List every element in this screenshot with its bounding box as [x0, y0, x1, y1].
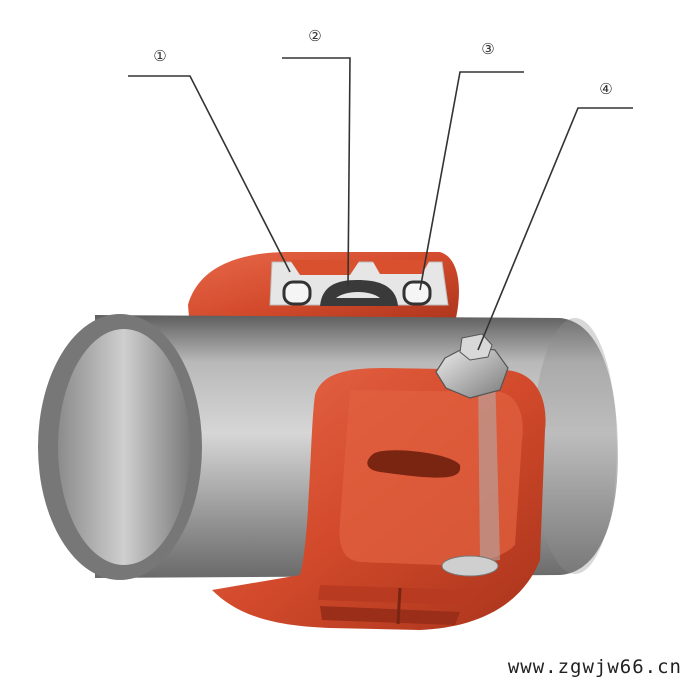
leader-line-2 [282, 57, 351, 287]
pipe-left-opening [38, 314, 202, 580]
leader-line-3 [419, 71, 524, 291]
svg-text:④: ④ [599, 80, 612, 98]
callout-3: ③ [481, 40, 494, 58]
leader-lines [128, 57, 633, 351]
gasket-section [269, 260, 449, 306]
watermark-url: www.zgwjw66.cn [507, 656, 682, 678]
leader-line-1 [128, 75, 291, 273]
leader-line-4 [477, 107, 633, 351]
svg-text:②: ② [308, 27, 321, 45]
svg-text:①: ① [153, 47, 166, 65]
pipe-right-end [533, 318, 617, 574]
callout-1: ① [153, 47, 166, 65]
hex-bolt-icon [435, 333, 509, 577]
svg-text:③: ③ [481, 40, 494, 58]
callout-4: ④ [599, 80, 612, 98]
callout-2: ② [308, 27, 321, 45]
